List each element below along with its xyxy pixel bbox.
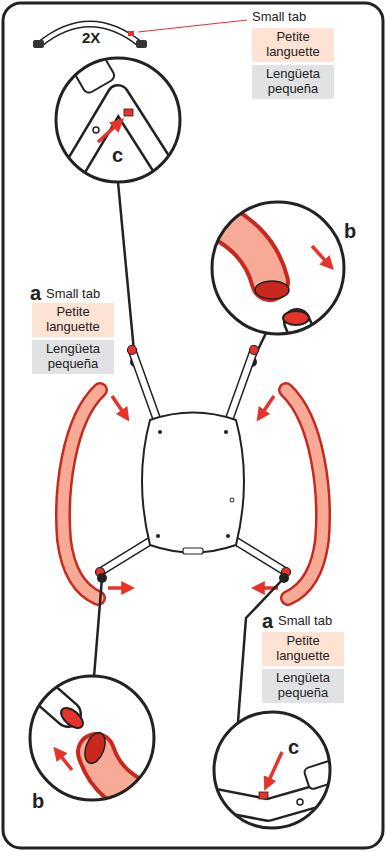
part-label: Small tab [278, 614, 332, 628]
armrest-icon [33, 20, 247, 48]
zoom-circle [206, 712, 339, 828]
zoom-circle [30, 676, 156, 806]
tab-label-text: Lengüeta pequeña [255, 67, 331, 97]
step-letter: b [344, 220, 356, 242]
quantity-label: 2X [82, 30, 100, 47]
panel-border [3, 3, 383, 848]
part-label: Small tab [252, 10, 306, 24]
tab-label-text: Petite languette [265, 634, 341, 664]
zoom-circle [56, 55, 180, 190]
label-band: Lengüeta pequeña [252, 65, 334, 99]
tab-label-text: Petite languette [35, 305, 111, 335]
label-band: Petite languette [262, 632, 344, 666]
tab-label-text: Lengüeta pequeña [35, 342, 111, 372]
label-band: Petite languette [32, 303, 114, 337]
step-letter: b [32, 790, 44, 812]
seat-frame [96, 346, 291, 577]
step-letter: c [112, 144, 123, 166]
tab-label-text: Lengüeta pequeña [265, 671, 341, 701]
tab-label-text: Petite languette [255, 30, 331, 60]
label-band: Petite languette [252, 28, 334, 62]
armrest [63, 390, 323, 598]
label-band: Lengüeta pequeña [262, 669, 344, 703]
label-band: Lengüeta pequeña [32, 340, 114, 374]
zoom-circle [200, 202, 344, 352]
step-letter: c [288, 736, 299, 758]
step-letter: a [30, 282, 41, 304]
detail-leader [118, 182, 266, 367]
step-letter: a [262, 610, 273, 632]
part-label: Small tab [46, 287, 100, 301]
